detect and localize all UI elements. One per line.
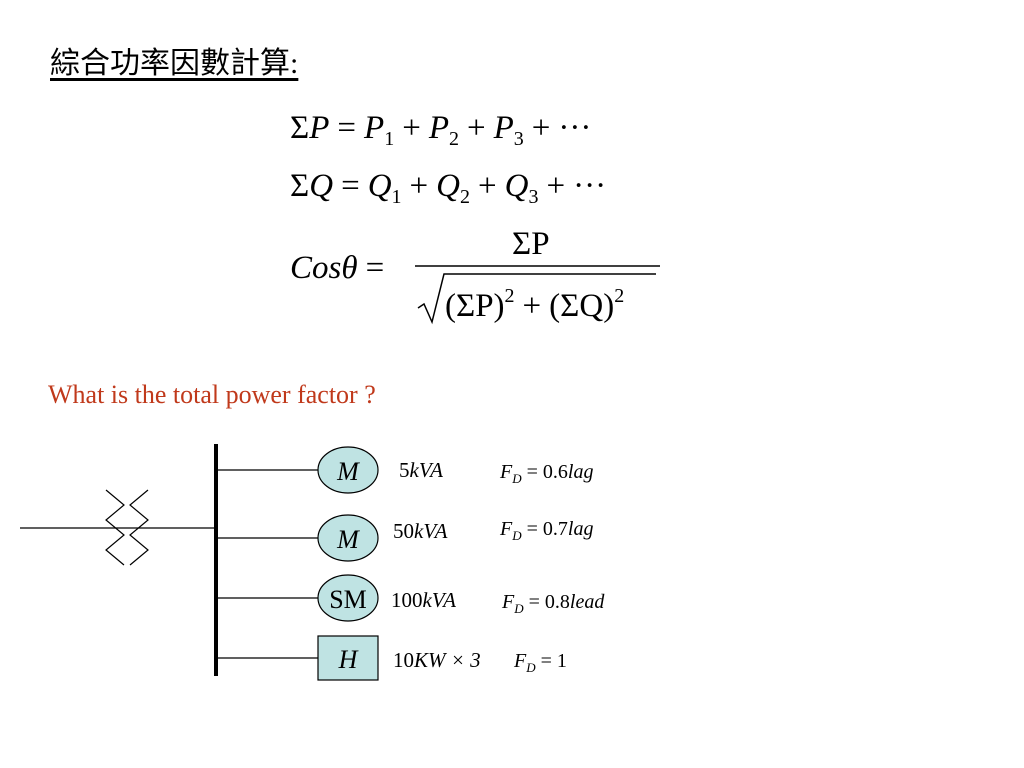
formula-cos-numerator: ΣP [512,226,550,262]
load-symbol-label: M [336,525,360,554]
sqrt-sign [417,273,656,325]
heater-symbol [317,635,379,681]
transformer-coil-right [129,489,149,566]
load-rating: 50kVA [393,519,448,543]
power-factor: FD = 0.7lag [500,518,594,543]
page-title: 綜合功率因數計算: [50,47,299,80]
formula-cos-lhs: Cosθ= [290,250,385,286]
transformer-coil-left [105,489,125,566]
power-factor: FD = 0.6lag [500,461,594,486]
synchronous-motor-symbol [317,574,379,622]
fraction-and-sqrt [415,265,660,325]
sigma-symbol: Σ [290,110,310,146]
load-symbol-label: H [338,645,359,674]
power-factor: FD = 1 [514,650,567,675]
sigma-symbol: Σ [290,168,310,204]
motor-symbol [317,446,379,494]
circuit-diagram: M M SM H [20,444,379,681]
theta-symbol: θ [341,250,358,286]
question-text: What is the total power factor ? [48,380,376,409]
load-rating: 10KW × 3 [393,648,481,672]
formula-sum-p: ΣP=P1+P2+P3+··· [290,110,592,150]
load-rating: 100kVA [391,588,456,612]
formula-cos-denominator: (ΣP)2+(ΣQ)2 [445,285,625,324]
power-factor: FD = 0.8lead [502,591,605,616]
load-rating: 5kVA [399,458,443,482]
formula-sum-q: ΣQ=Q1+Q2+Q3+··· [290,168,607,208]
motor-symbol [317,514,379,562]
load-symbol-label: M [336,457,360,486]
load-symbol-label: SM [329,585,367,614]
